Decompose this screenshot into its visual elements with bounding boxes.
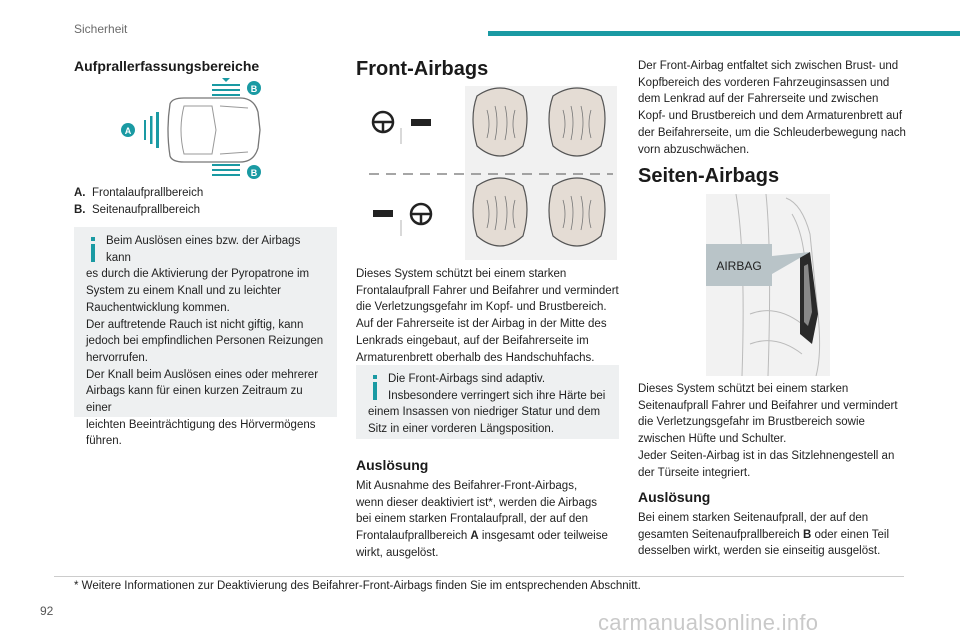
body-line: Lenkrads eingebaut, auf der Beifahrersei…: [356, 334, 589, 347]
body-line: desselben wirkt, werden sie einseitig au…: [638, 545, 881, 558]
ausloesung-heading-front: Auslösung: [356, 457, 429, 473]
body-line: Mit Ausnahme des Beifahrer-Front-Airbags…: [356, 480, 578, 492]
note-line: Der auftretende Rauch ist nicht giftig, …: [86, 318, 304, 331]
frontal-impact-bars: [144, 112, 159, 148]
body-line: bei einem starken Frontalaufprall, der a…: [356, 513, 589, 526]
footnote: * Weitere Informationen zur Deaktivierun…: [74, 580, 641, 592]
note-line: hervorrufen.: [86, 351, 149, 364]
side-airbags-heading: Seiten-Airbags: [638, 165, 780, 187]
airbag-folds: [486, 105, 592, 231]
body-line: zwischen Hüfte und Schulter.: [638, 433, 787, 446]
note-line: Airbags kann für einen kurzen Zeitraum z…: [86, 385, 303, 415]
section-title: Sicherheit: [74, 22, 128, 36]
info-icon: [86, 237, 100, 263]
note-line: jedoch bei empfindlichen Personen Reizun…: [86, 335, 324, 348]
body-line: Bei einem starken Seitenaufprall, der au…: [638, 512, 869, 524]
body-line: der Beifahrerseite, um die Schleuderbewe…: [638, 126, 906, 139]
impact-zones-heading: Aufprallerfassungsbereiche: [74, 58, 260, 74]
body-line: Der Front-Airbag entfaltet sich zwischen…: [638, 60, 899, 72]
footnote-divider: [54, 576, 904, 577]
label-b-top-marker: [247, 81, 261, 95]
side-impact-bars-top: [212, 78, 240, 96]
impact-zones-legend: A.Frontalaufprallbereich B.Seitenaufpral…: [74, 185, 203, 218]
lhd-dashboard-icon: [371, 110, 431, 144]
legend-item: B.Seitenaufprallbereich: [74, 203, 201, 216]
body-line: die Verletzungsgefahr im Kopf- und Brust…: [356, 301, 607, 314]
body-line: Frontalaufprall Fahrer und Beifahrer und…: [356, 284, 619, 297]
side-airbag-seat-illustration: AIRBAG: [706, 194, 830, 376]
body-line: Dieses System schützt bei einem starken: [638, 383, 849, 395]
body-line: dem Lenkrad auf der Fahrerseite und zwis…: [638, 93, 879, 106]
body-line: Frontalaufprallbereich A insgesamt oder …: [356, 530, 608, 543]
body-line: vorn abzuschwächen.: [638, 143, 750, 156]
body-line: Auf der Fahrerseite ist der Airbag in de…: [356, 318, 607, 331]
body-line: Seitenaufprall Fahrer und Beifahrer und …: [638, 399, 898, 412]
airbag-label-box: [706, 244, 772, 286]
note-line: führen.: [86, 435, 122, 448]
impact-zones-diagram: A B B: [121, 78, 261, 179]
front-airbags-body: Dieses System schützt bei einem starken …: [356, 266, 619, 366]
front-airbags-illustration: [369, 86, 617, 260]
note-line: Sitz in einer vorderen Längsposition.: [368, 423, 555, 436]
label-a: A: [125, 126, 132, 136]
label-a-marker: [121, 123, 135, 137]
info-icon: [368, 375, 382, 401]
note-line: Der Knall beim Auslösen eines oder mehre…: [86, 368, 319, 381]
watermark: carmanualsonline.info: [598, 610, 819, 635]
car-outline: [167, 97, 261, 163]
body-line: Jeder Seiten-Airbag ist in das Sitzlehne…: [638, 449, 895, 462]
label-b-top: B: [251, 84, 258, 94]
airbag-label-pointer: [772, 252, 810, 274]
front-airbags-heading: Front-Airbags: [356, 58, 489, 80]
body-line: gesamten Seitenaufprallbereich B oder ei…: [638, 528, 890, 541]
airbag-label: AIRBAG: [716, 259, 761, 273]
note-line: einem Insassen von niedriger Statur und …: [368, 406, 601, 419]
note-line: Beim Auslösen eines bzw. der Airbags kan…: [106, 235, 301, 264]
note-line: Rauchentwicklung kommen.: [86, 301, 230, 314]
note-line: Die Front-Airbags sind adaptiv.: [388, 373, 546, 385]
body-line: wenn dieser deaktiviert ist*, werden die…: [356, 496, 597, 509]
body-line: Kopf- und Brustbereich und dem Armaturen…: [638, 110, 903, 123]
side-impact-bars-bottom: [212, 164, 240, 176]
ausloesung-body-side: Bei einem starken Seitenaufprall, der au…: [638, 510, 889, 560]
info-note-middle: Die Front-Airbags sind adaptiv. Insbeson…: [356, 365, 619, 439]
ausloesung-body-front: Mit Ausnahme des Beifahrer-Front-Airbags…: [356, 478, 608, 562]
body-line: der Türseite integriert.: [638, 466, 751, 479]
body-line: wirkt, ausgelöst.: [356, 546, 439, 559]
note-line: Insbesondere verringert sich ihre Härte …: [388, 389, 606, 402]
info-note-left: Beim Auslösen eines bzw. der Airbags kan…: [74, 227, 337, 447]
note-line: System zu einem Knall und zu leichter: [86, 285, 281, 298]
car-cabin: [180, 105, 217, 155]
note-line: es durch die Aktivierung der Pyropatrone…: [86, 268, 310, 281]
header-accent-bar: [488, 31, 960, 36]
airbag-module-highlight: [804, 264, 812, 326]
front-airbag-intro: Der Front-Airbag entfaltet sich zwischen…: [638, 58, 906, 158]
airbag-shapes: [472, 87, 606, 247]
rhd-dashboard-icon: [373, 202, 433, 236]
label-b-bottom: B: [251, 168, 258, 178]
label-b-bottom-marker: [247, 165, 261, 179]
ausloesung-heading-side: Auslösung: [638, 489, 711, 505]
body-line: die Verletzungsgefahr im Brustbereich so…: [638, 416, 865, 429]
body-line: Armaturenbrett oberhalb des Handschuhfac…: [356, 351, 595, 364]
body-line: Kopfbereich des vorderen Fahrzeuginsasse…: [638, 76, 890, 89]
body-line: Dieses System schützt bei einem starken: [356, 268, 567, 280]
page-number: 92: [40, 604, 54, 618]
legend-item: A.Frontalaufprallbereich: [74, 187, 204, 199]
side-airbags-body: Dieses System schützt bei einem starken …: [638, 381, 898, 481]
note-line: leichten Beeinträchtigung des Hörvermöge…: [86, 418, 316, 431]
